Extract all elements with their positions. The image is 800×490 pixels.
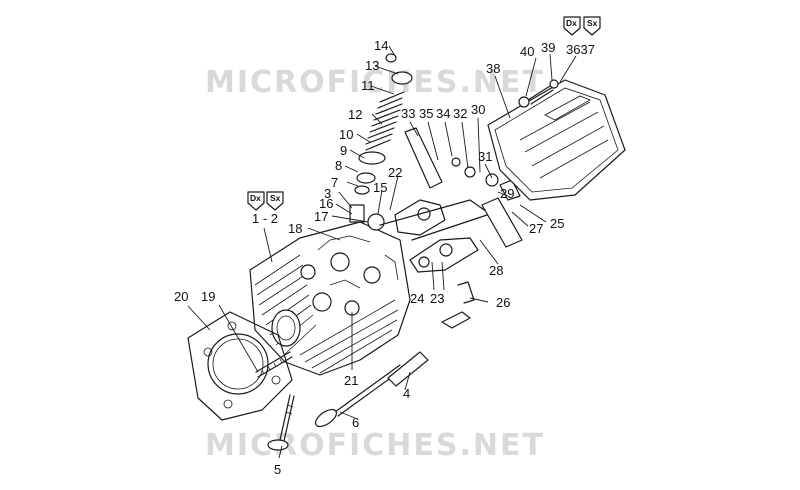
callout-7: 7 [331,175,338,190]
watermark-bottom: MICROFICHES.NET [205,428,545,463]
valve-cover [487,79,626,201]
watermark-top: MICROFICHES.NET [205,65,545,100]
valve-spring-stack [349,53,413,223]
side-marker-left-group: Dx Sx [247,191,284,211]
dx-marker-right [563,16,581,36]
callout-1-2: 1 - 2 [252,211,278,226]
stud [255,351,293,378]
callout-19: 19 [201,289,215,304]
sx-marker-left [266,191,284,211]
callout-39: 39 [541,40,555,55]
sx-marker-right [583,16,601,36]
callout-24: 24 [410,291,424,306]
dx-marker-left-text: Dx [250,193,261,203]
callout-3: 3 [324,186,331,201]
cover-screws [518,79,559,108]
callout-38: 38 [486,61,500,76]
callout-10: 10 [339,127,353,142]
dx-marker-right-text: Dx [566,18,577,28]
callout-32: 32 [453,106,467,121]
dx-marker-left [247,191,265,211]
callout-36-37: 3637 [566,42,595,57]
rocker-pins [451,157,523,248]
callout-20: 20 [174,289,188,304]
callout-8: 8 [335,158,342,173]
sx-marker-left-text: Sx [270,193,281,203]
lower-valve [267,394,295,451]
callout-25: 25 [550,216,564,231]
callout-40: 40 [520,44,534,59]
callout-12: 12 [348,107,362,122]
callout-29: 29 [500,186,514,201]
callout-17: 17 [314,209,328,224]
callout-15: 15 [373,180,387,195]
callout-35: 35 [419,106,433,121]
valve-guide [387,351,429,387]
callout-31: 31 [478,149,492,164]
callout-14: 14 [374,38,388,53]
clip [441,281,475,329]
rocker-assembly [367,199,491,273]
callout-11: 11 [361,78,375,93]
callout-21: 21 [344,373,358,388]
side-marker-right-group: Dx Sx [563,16,601,36]
pushrod-tube [404,127,443,189]
callout-22: 22 [388,165,402,180]
cylinder-head [249,221,411,376]
callout-labels: 1 - 2 3 4 5 6 7 8 9 10 11 12 13 14 15 16… [174,38,595,477]
callout-23: 23 [430,291,444,306]
leader-lines [187,45,577,459]
callout-13: 13 [365,58,379,73]
callout-9: 9 [340,143,347,158]
callout-26: 26 [496,295,510,310]
callout-30: 30 [471,102,485,117]
callout-16: 16 [319,196,333,211]
head-gasket [187,311,293,421]
callout-4: 4 [403,386,410,401]
callout-6: 6 [352,415,359,430]
callout-28: 28 [489,263,503,278]
callout-34: 34 [436,106,450,121]
callout-33: 33 [401,106,415,121]
callout-27: 27 [529,221,543,236]
callout-5: 5 [274,462,281,477]
callout-18: 18 [288,221,302,236]
sx-marker-right-text: Sx [587,18,598,28]
